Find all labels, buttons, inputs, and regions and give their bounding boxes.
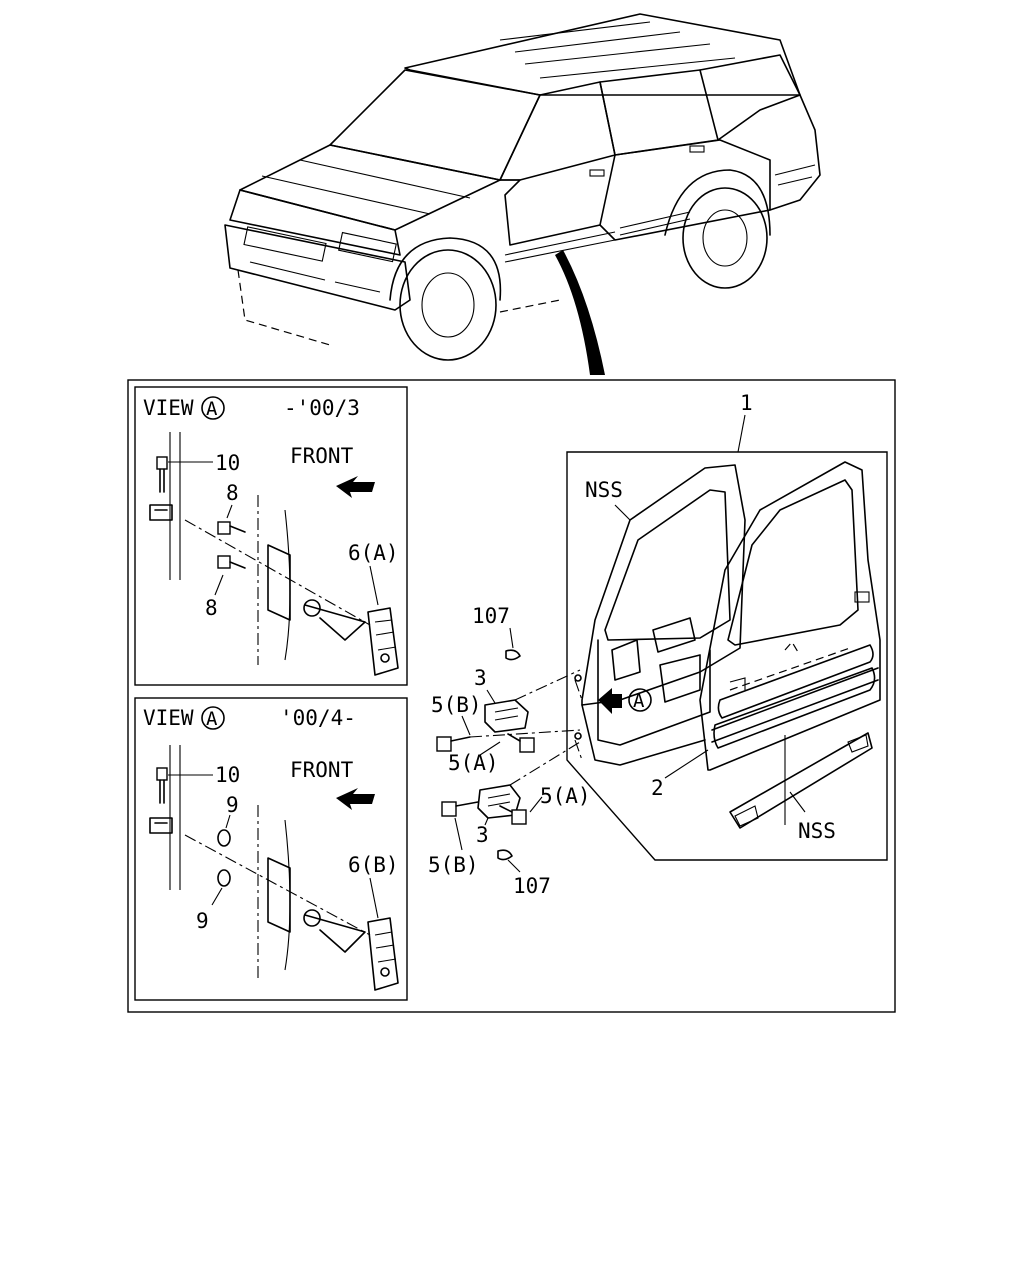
inset-bottom-item-9-upper: 9	[226, 793, 239, 817]
label-5a-lower: 5(A)	[540, 784, 591, 808]
inset-top-item-10: 10	[215, 451, 240, 475]
inset-top-item-6: 6(A)	[348, 541, 399, 565]
view-a-circle-icon	[628, 688, 652, 712]
view-a-arrow-icon	[598, 688, 622, 714]
inset-top-view-circle: A	[206, 398, 218, 420]
label-1: 1	[740, 391, 753, 415]
label-view-a: A	[633, 690, 645, 712]
inset-top-period: -'00/3	[284, 396, 360, 420]
label-nss-door: NSS	[585, 478, 623, 502]
inset-top-front-text: FRONT	[290, 444, 354, 468]
main-frame	[127, 379, 896, 1013]
label-5a-upper: 5(A)	[448, 751, 499, 775]
inset-top-item-8-upper: 8	[226, 481, 239, 505]
inset-bottom-view-text: VIEW	[143, 706, 194, 730]
inset-bottom-item-10: 10	[215, 763, 240, 787]
inset-bottom-period: '00/4-	[280, 706, 356, 730]
label-3-upper: 3	[474, 666, 487, 690]
view-circle-icon	[201, 396, 225, 420]
label-107-upper: 107	[472, 604, 510, 628]
label-3-lower: 3	[476, 823, 489, 847]
front-arrow-icon	[336, 476, 375, 498]
inset-top-view-text: VIEW	[143, 396, 194, 420]
label-5b-lower: 5(B)	[428, 853, 479, 877]
inset-bottom-front-text: FRONT	[290, 758, 354, 782]
view-circle-icon	[201, 706, 225, 730]
inset-top: VIEW A -'00/3 FRONT 10 8 8 6(A)	[134, 386, 408, 686]
inset-top-item-8-lower: 8	[205, 596, 218, 620]
inset-bottom: VIEW A '00/4- FRONT 10 9 9 6(B)	[134, 697, 408, 1001]
front-arrow-icon	[336, 788, 375, 810]
door-panel-group: 1 A NSS 2	[566, 391, 888, 861]
inset-bottom-view-circle: A	[206, 708, 218, 730]
vehicle-illustration	[224, 13, 821, 375]
label-2: 2	[651, 776, 664, 800]
label-nss-strip: NSS	[798, 819, 836, 843]
inset-bottom-item-6: 6(B)	[348, 853, 399, 877]
label-5b-upper: 5(B)	[431, 693, 482, 717]
hinge-assembly: 107 3 5(B) 5(A) 5(A) 3 5(B) 107	[428, 604, 591, 898]
inset-bottom-item-9-lower: 9	[196, 909, 209, 933]
label-107-lower: 107	[513, 874, 551, 898]
